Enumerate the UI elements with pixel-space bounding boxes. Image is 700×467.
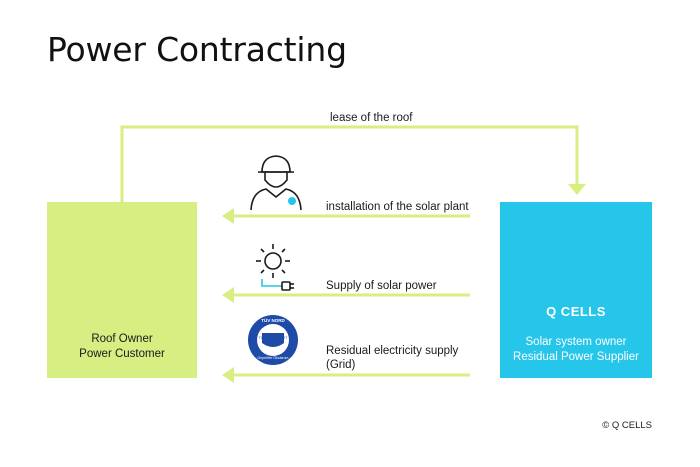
sun-plug-icon	[256, 244, 294, 291]
flow-arrow-residual	[222, 367, 470, 383]
roof-owner-line1: Roof Owner	[91, 333, 153, 345]
solar-owner-line2: Residual Power Supplier	[513, 351, 639, 363]
seal-text-top: TÜV NORD	[261, 318, 285, 323]
flow-label-installation: installation of the solar plant	[326, 201, 469, 213]
roof-lease-arrow	[120, 125, 586, 202]
solar-owner-text: Solar system owner Residual Power Suppli…	[500, 335, 652, 365]
roof-owner-box: Roof Owner Power Customer	[47, 202, 197, 378]
roof-owner-line2: Power Customer	[79, 348, 165, 360]
flow-arrow-solar-power	[222, 287, 470, 303]
seal-text-middle: TÜV NORD CERT GmbH	[258, 336, 288, 344]
solar-owner-box: Q CELLS Solar system owner Residual Powe…	[500, 202, 652, 378]
page-title: Power Contracting	[47, 30, 347, 69]
qcells-logo: Q CELLS	[546, 304, 606, 319]
roof-owner-text: Roof Owner Power Customer	[47, 332, 197, 362]
flow-label-solar-power: Supply of solar power	[326, 280, 437, 292]
seal-text-bottom: Geprüfter Ökostrom	[257, 356, 289, 360]
tuv-nord-seal-icon	[248, 315, 298, 365]
roof-lease-label: lease of the roof	[330, 112, 413, 124]
flow-label-residual: Residual electricity supply (Grid)	[326, 345, 459, 371]
installer-person-icon	[250, 155, 302, 211]
copyright-note: © Q CELLS	[602, 420, 652, 431]
flow-arrow-installation	[222, 208, 470, 224]
solar-owner-line1: Solar system owner	[525, 336, 627, 348]
